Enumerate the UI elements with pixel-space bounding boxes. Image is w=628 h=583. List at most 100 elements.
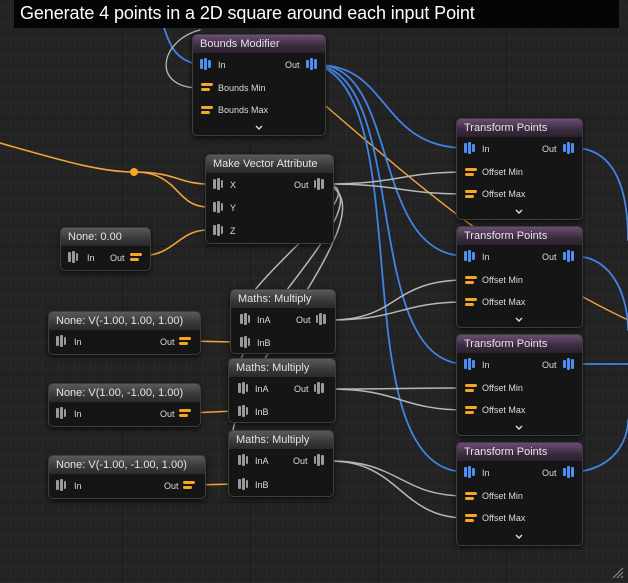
point-pin-icon[interactable]	[562, 465, 576, 481]
point-pin-icon[interactable]	[562, 357, 576, 373]
float-pin-icon[interactable]	[465, 168, 477, 178]
pin-label-offset-max: Offset Max	[482, 297, 526, 307]
pin-label-offset-min: Offset Min	[482, 383, 523, 393]
vector-pin-icon[interactable]	[313, 381, 325, 397]
chevron-down-icon[interactable]	[515, 425, 523, 433]
pin-label-in: In	[218, 60, 226, 70]
node-title: Bounds Modifier	[193, 35, 325, 53]
pin-label-in: In	[87, 253, 95, 263]
node-title: None: 0.00	[61, 228, 150, 246]
transform-points-node-2[interactable]: Transform Points In Out Offset Min Offse…	[456, 226, 583, 328]
transform-points-node-4[interactable]: Transform Points In Out Offset Min Offse…	[456, 442, 583, 546]
node-title: Make Vector Attribute	[206, 155, 333, 173]
vector-pin-icon[interactable]	[212, 223, 224, 239]
const-vector-1-node[interactable]: None: V(-1.00, 1.00, 1.00) In Out	[48, 311, 201, 355]
vector-pin-icon[interactable]	[237, 404, 249, 420]
vector-pin-icon[interactable]	[67, 250, 79, 266]
wire-t4-out	[575, 419, 628, 473]
wire-mul1-to-t2max	[329, 301, 467, 321]
float-pin-icon[interactable]	[465, 514, 477, 524]
point-pin-icon[interactable]	[463, 141, 477, 157]
float-pin-icon[interactable]	[465, 276, 477, 286]
multiply-node-2[interactable]: Maths: Multiply InA Out InB	[228, 358, 336, 423]
node-title: None: V(-1.00, 1.00, 1.00)	[49, 312, 200, 330]
pin-label-out: Out	[160, 409, 175, 419]
vector-pin-icon[interactable]	[237, 453, 249, 469]
float-pin-icon[interactable]	[465, 492, 477, 502]
vector-pin-icon[interactable]	[212, 177, 224, 193]
float-pin-icon[interactable]	[179, 409, 191, 419]
vector-pin-icon[interactable]	[237, 381, 249, 397]
chevron-down-icon[interactable]	[515, 209, 523, 217]
multiply-node-3[interactable]: Maths: Multiply InA Out InB	[228, 430, 334, 497]
vector-pin-icon[interactable]	[237, 477, 249, 493]
pin-label-ina: InA	[257, 315, 271, 325]
resize-grip-icon[interactable]	[608, 563, 624, 579]
pin-label-offset-min: Offset Min	[482, 167, 523, 177]
pin-label-out: Out	[542, 360, 557, 370]
vector-pin-icon[interactable]	[313, 177, 325, 193]
vector-pin-icon[interactable]	[313, 453, 325, 469]
float-pin-icon[interactable]	[465, 406, 477, 416]
wire-t2-out	[575, 255, 628, 331]
float-pin-icon[interactable]	[201, 83, 213, 93]
pin-label-out: Out	[294, 180, 309, 190]
point-pin-icon[interactable]	[463, 465, 477, 481]
node-title: None: V(1.00, -1.00, 1.00)	[49, 384, 200, 402]
float-pin-icon[interactable]	[183, 481, 195, 491]
reroute-dot[interactable]	[130, 168, 138, 176]
transform-points-node-1[interactable]: Transform Points In Out Offset Min Offse…	[456, 118, 583, 220]
pin-label-ina: InA	[255, 384, 269, 394]
const-vector-2-node[interactable]: None: V(1.00, -1.00, 1.00) In Out	[48, 383, 201, 427]
float-pin-icon[interactable]	[465, 298, 477, 308]
point-pin-icon[interactable]	[562, 141, 576, 157]
vector-pin-icon[interactable]	[55, 478, 67, 494]
chevron-down-icon[interactable]	[255, 125, 263, 133]
pin-label-out: Out	[293, 456, 308, 466]
wire-bounds-to-t1	[317, 64, 467, 149]
const-vector-3-node[interactable]: None: V(-1.00, -1.00, 1.00) In Out	[48, 455, 206, 499]
bounds-modifier-node[interactable]: Bounds Modifier In Out Bounds Min Bounds…	[192, 34, 326, 136]
float-pin-icon[interactable]	[130, 253, 142, 263]
pin-label-in: In	[482, 144, 490, 154]
pin-label-inb: InB	[255, 480, 269, 490]
const-zero-node[interactable]: None: 0.00 In Out	[60, 227, 151, 271]
pin-label-in: In	[74, 337, 82, 347]
node-title: None: V(-1.00, -1.00, 1.00)	[49, 456, 205, 474]
float-pin-icon[interactable]	[465, 384, 477, 394]
point-pin-icon[interactable]	[463, 357, 477, 373]
point-pin-icon[interactable]	[199, 57, 213, 73]
pin-label-in: In	[482, 468, 490, 478]
vector-pin-icon[interactable]	[315, 312, 327, 328]
vector-pin-icon[interactable]	[55, 334, 67, 350]
pin-label-inb: InB	[255, 407, 269, 417]
pin-label-offset-min: Offset Min	[482, 491, 523, 501]
chevron-down-icon[interactable]	[515, 317, 523, 325]
comment-title-bar: Generate 4 points in a 2D square around …	[14, 0, 619, 28]
wire-mul3-to-t4	[329, 460, 467, 497]
wire-vec-to-t1max	[325, 183, 467, 195]
vector-pin-icon[interactable]	[239, 312, 251, 328]
float-pin-icon[interactable]	[465, 190, 477, 200]
float-pin-icon[interactable]	[201, 106, 213, 116]
node-title: Maths: Multiply	[229, 359, 335, 377]
point-pin-icon[interactable]	[463, 249, 477, 265]
pin-label-bounds-max: Bounds Max	[218, 105, 269, 115]
wire-bounds-to-t4	[317, 64, 467, 473]
pin-label-out: Out	[285, 60, 300, 70]
multiply-node-1[interactable]: Maths: Multiply InA Out InB	[230, 289, 336, 354]
vector-pin-icon[interactable]	[212, 200, 224, 216]
point-pin-icon[interactable]	[562, 249, 576, 265]
transform-points-node-3[interactable]: Transform Points In Out Offset Min Offse…	[456, 334, 583, 436]
pin-label-bounds-min: Bounds Min	[218, 83, 266, 93]
pin-label-out: Out	[542, 252, 557, 262]
vector-pin-icon[interactable]	[239, 335, 251, 351]
make-vector-node[interactable]: Make Vector Attribute X Out Y Z	[205, 154, 334, 244]
chevron-down-icon[interactable]	[515, 534, 523, 542]
float-pin-icon[interactable]	[179, 337, 191, 347]
node-title: Transform Points	[457, 227, 582, 245]
wire-vec-to-t1min	[325, 171, 467, 185]
point-pin-icon[interactable]	[305, 57, 319, 73]
vector-pin-icon[interactable]	[55, 406, 67, 422]
